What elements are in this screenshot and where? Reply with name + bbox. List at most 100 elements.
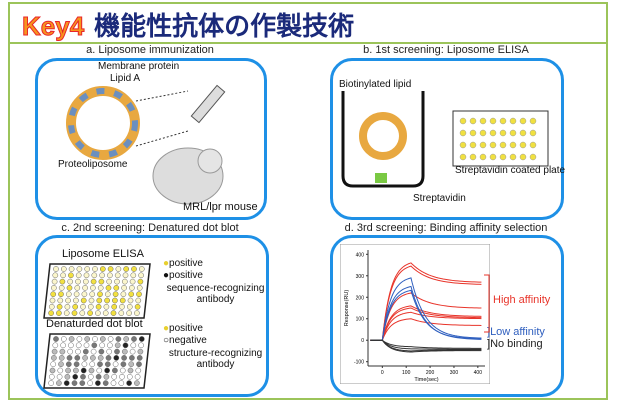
plate-well: [110, 310, 117, 316]
plate-well: [135, 367, 142, 374]
plate-well: [80, 367, 87, 374]
plate-well: [59, 278, 66, 285]
plate-well: [50, 291, 57, 298]
high-affinity-bracket: [484, 274, 490, 333]
plate-well: [91, 272, 98, 279]
x-tick-label: 300: [450, 370, 459, 376]
liposome-elisa-illustration: [341, 91, 549, 188]
plate-label: Streptavidin coated plate: [455, 165, 566, 176]
x-tick-label: 0: [381, 370, 384, 376]
plate-well: [99, 266, 106, 272]
plate-well: [103, 373, 110, 380]
mouse-label: MRL/lpr mouse: [183, 201, 258, 213]
plate-well: [136, 361, 142, 368]
series-line-high-affinity: [370, 307, 482, 341]
plate-well: [65, 367, 71, 374]
plate-well: [95, 303, 102, 310]
plate-well: [102, 380, 109, 386]
plate-well: [66, 355, 73, 361]
plate-well: [127, 297, 134, 304]
plate-well: [49, 367, 56, 374]
plate-well: [127, 367, 134, 374]
plate-well: [138, 336, 145, 342]
plate-well: [80, 373, 86, 380]
plate-well: [82, 348, 89, 355]
y-tick-label: 0: [361, 338, 364, 344]
plate-well: [113, 355, 120, 361]
plate-well: [128, 291, 135, 298]
plate-well: [102, 310, 109, 316]
x-tick-label: 100: [402, 370, 411, 376]
plate-well: [122, 342, 129, 349]
plate-well: [64, 373, 71, 380]
lipid-a-label: Lipid A: [110, 73, 141, 84]
plate-well: [82, 285, 88, 291]
plate-well: [119, 367, 126, 374]
plate-well: [91, 342, 98, 349]
plate-well: [74, 285, 81, 291]
plate-well: [75, 342, 82, 349]
plate-well: [104, 367, 110, 374]
plate-well: [134, 380, 140, 386]
plate-well: [90, 278, 97, 285]
plate-well: [136, 285, 143, 291]
plate-well: [134, 373, 141, 380]
plate-well: [138, 266, 145, 272]
plate-well: [129, 348, 136, 355]
plate-well: [107, 272, 113, 279]
panel-a-title: a. Liposome immunization: [86, 44, 214, 56]
plate-well: [68, 266, 75, 272]
plate-well: [72, 303, 79, 310]
plate-well: [107, 266, 114, 272]
y-tick-label: -100: [354, 360, 364, 366]
plate-well: [123, 336, 130, 342]
plate-well: [88, 367, 95, 374]
plate-well: [48, 310, 54, 316]
plate-well: [118, 380, 125, 386]
plate-well: [118, 310, 125, 316]
plate-well: [82, 355, 88, 361]
plate-well: [111, 373, 118, 380]
plate-well: [134, 310, 140, 316]
plate-well: [99, 272, 105, 279]
membrane-protein-label: Membrane protein: [98, 61, 180, 72]
plate-well: [50, 361, 57, 368]
series-line-no-binding: [370, 339, 482, 349]
title-text: 機能性抗体の作製技術: [94, 11, 355, 41]
x-tick-label: 200: [426, 370, 435, 376]
plate-well: [56, 310, 62, 316]
plate-well: [121, 355, 127, 361]
streptavidin-label: Streptavidin: [413, 193, 466, 204]
plate-well: [79, 380, 86, 386]
plate-well: [123, 266, 130, 272]
plate-well: [64, 303, 71, 310]
plate-well: [107, 336, 114, 342]
plate-well: [58, 285, 65, 291]
plate-well: [66, 285, 73, 291]
plate-well: [112, 297, 118, 304]
plate-well: [92, 266, 98, 272]
plate-well: [112, 291, 119, 298]
plate-well: [63, 380, 70, 386]
plate-well: [71, 380, 78, 386]
plate-well: [97, 355, 104, 361]
plate-well: [106, 348, 113, 355]
plate-well: [126, 303, 133, 310]
plate-well: [80, 297, 87, 304]
plate-well: [104, 297, 110, 304]
plate-well: [134, 303, 141, 310]
plate-well: [56, 303, 63, 310]
legend-positive-black: ●positive: [163, 270, 203, 281]
y-tick-label: 400: [356, 252, 365, 258]
plate-well: [90, 348, 97, 355]
no-binding-label: ]No binding: [487, 338, 543, 350]
plate-well: [129, 355, 135, 361]
plate-well: [138, 342, 144, 349]
plate-well: [113, 285, 120, 291]
plate-well: [135, 297, 142, 304]
plate-well: [98, 348, 105, 355]
plate-well: [107, 342, 113, 349]
plate-well: [60, 272, 66, 279]
biotinylated-lipid-label: Biotinylated lipid: [339, 79, 412, 90]
